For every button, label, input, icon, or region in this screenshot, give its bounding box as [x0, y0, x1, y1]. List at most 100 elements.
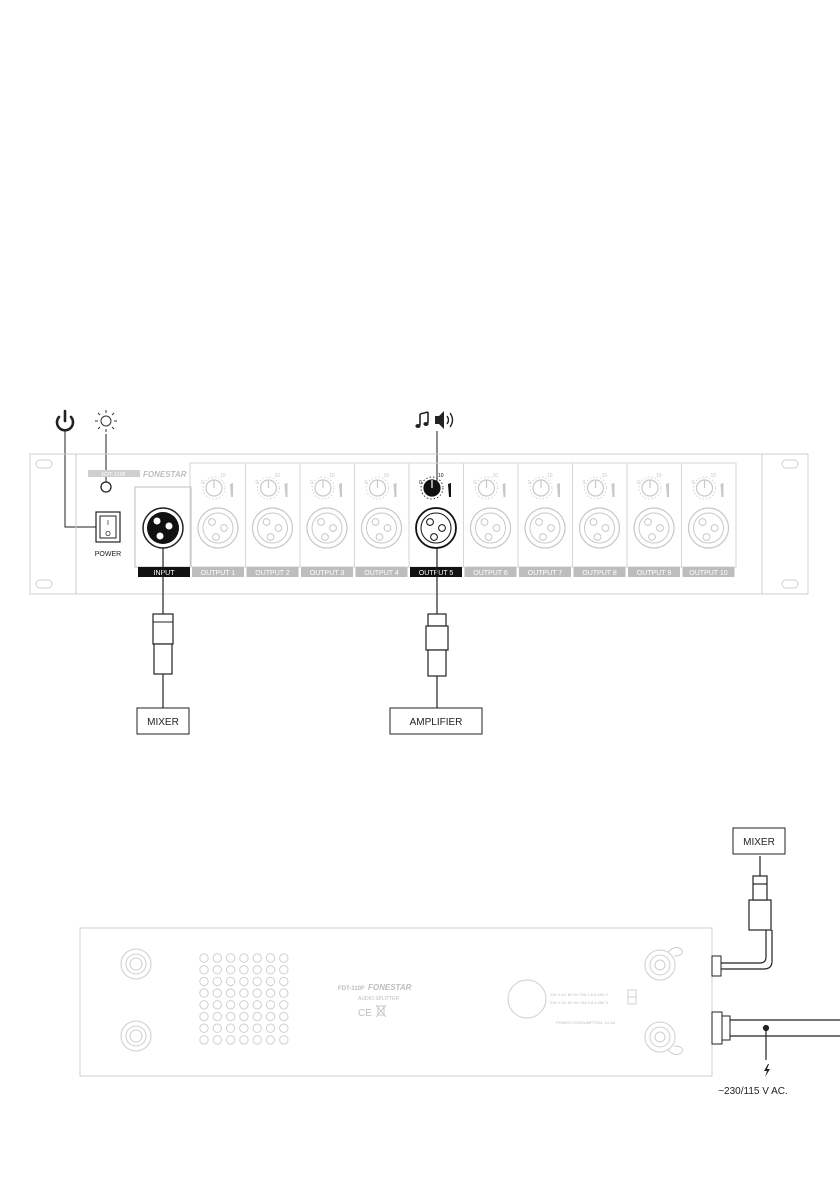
output-device-box: AMPLIFIER [389, 707, 483, 735]
rear-input-connector[interactable] [644, 946, 683, 981]
output-xlr-connector[interactable] [633, 507, 675, 549]
knob-min-mark: 0 [201, 480, 204, 486]
output-label-bg [628, 567, 680, 577]
rear-model: FDT-110F [338, 986, 365, 992]
knob-min-mark: 0 [583, 480, 586, 486]
output-xlr-connector[interactable] [415, 507, 457, 549]
knob-min-mark: 0 [637, 480, 640, 486]
knob-min-mark: 0 [256, 480, 259, 486]
output-label-bg [573, 567, 626, 577]
output-xlr-connector[interactable] [524, 507, 566, 549]
output-label-bg [246, 567, 299, 577]
knob-min-mark: 0 [310, 480, 313, 486]
vent-hole [239, 1000, 249, 1010]
vent-hole [279, 988, 289, 998]
ventilation-grid [199, 953, 289, 1045]
vent-hole [212, 953, 223, 963]
speaker-volume-icon [435, 411, 454, 429]
mains-cable [730, 1019, 840, 1060]
vent-hole [279, 1000, 289, 1010]
level-knob[interactable]: 010 [637, 473, 669, 500]
output-label-bg [355, 567, 408, 577]
vent-hole [212, 965, 223, 975]
knob-max-mark: 10 [602, 473, 608, 479]
vent-hole [252, 976, 262, 987]
power-switch-on-mark: I [107, 520, 109, 527]
rear-mains-connector[interactable] [644, 1021, 683, 1056]
rear-mixer-cable [721, 856, 773, 970]
vent-hole [239, 1011, 249, 1022]
output-xlr-connector[interactable] [578, 507, 621, 549]
level-knob[interactable]: 0 10 [583, 473, 615, 500]
level-knob[interactable]: 0 10 [201, 473, 233, 500]
rear-foot [120, 948, 152, 980]
vent-hole [265, 1035, 276, 1045]
knob-min-mark: 0 [365, 480, 368, 486]
vent-hole [239, 1035, 249, 1045]
output-label: OUTPUT 1 [201, 570, 236, 577]
output-xlr-connector[interactable] [469, 507, 512, 549]
knob-max-mark: 10 [275, 473, 281, 479]
vent-hole [225, 988, 236, 998]
level-knob[interactable]: 010 [310, 473, 342, 500]
vent-hole [265, 953, 276, 963]
knob-max-mark: 10 [220, 473, 226, 479]
vent-hole [252, 1023, 262, 1033]
vent-hole [265, 1023, 276, 1033]
vent-hole [225, 976, 236, 987]
knob-max-mark: 10 [493, 473, 499, 479]
output-xlr-connector[interactable] [687, 507, 730, 549]
output-label-bg [682, 567, 735, 577]
rack-slot [781, 579, 799, 589]
power-led [100, 481, 112, 493]
vent-hole [265, 1000, 276, 1010]
vent-hole [199, 976, 209, 987]
output-label: OUTPUT 2 [255, 570, 290, 577]
vent-hole [279, 1011, 289, 1022]
rear-panel: FDT-110F FONESTAR AUDIO SPLITTER CE 115 … [79, 927, 731, 1077]
vent-hole [212, 1023, 223, 1033]
output-device-label: AMPLIFIER [410, 717, 463, 728]
level-knob[interactable]: 0 10 [256, 473, 288, 500]
output-label: OUTPUT 9 [637, 570, 672, 577]
led-light-icon [95, 410, 117, 432]
vent-hole [199, 1035, 209, 1045]
vent-hole [265, 1011, 276, 1022]
power-switch[interactable]: I O [95, 511, 121, 543]
vent-hole [252, 1035, 262, 1045]
fuse-holder [507, 979, 547, 1019]
level-knob[interactable]: 010 [692, 473, 724, 500]
output-xlr-connector[interactable] [197, 507, 239, 549]
output-xlr-connector[interactable] [251, 507, 294, 549]
knob-min-mark: 0 [419, 480, 422, 486]
output-xlr-connector[interactable] [360, 507, 403, 549]
knob-min-mark: 0 [692, 480, 695, 486]
level-knob[interactable]: 010 [419, 473, 451, 500]
output-label-bg [464, 567, 517, 577]
weee-bin-icon [375, 1004, 387, 1018]
power-label: POWER [95, 551, 121, 558]
input-xlr-connector[interactable] [142, 507, 184, 549]
level-knob[interactable]: 010 [528, 473, 560, 500]
rack-slot [35, 459, 53, 469]
level-knob[interactable]: 010 [365, 473, 397, 500]
vent-hole [225, 953, 236, 963]
output-xlr-connector[interactable] [306, 507, 348, 549]
output-label: OUTPUT 3 [310, 570, 345, 577]
output-label: OUTPUT 4 [364, 570, 399, 577]
vent-hole [199, 1023, 209, 1033]
rear-foot [120, 1020, 152, 1052]
vent-hole [199, 965, 209, 975]
rear-ce-mark: CE [358, 1008, 372, 1019]
vent-hole [265, 965, 276, 975]
input-device-box: MIXER [136, 707, 190, 735]
rack-slot [35, 579, 53, 589]
vent-hole [199, 1011, 209, 1022]
level-knob[interactable]: 010 [474, 473, 506, 500]
